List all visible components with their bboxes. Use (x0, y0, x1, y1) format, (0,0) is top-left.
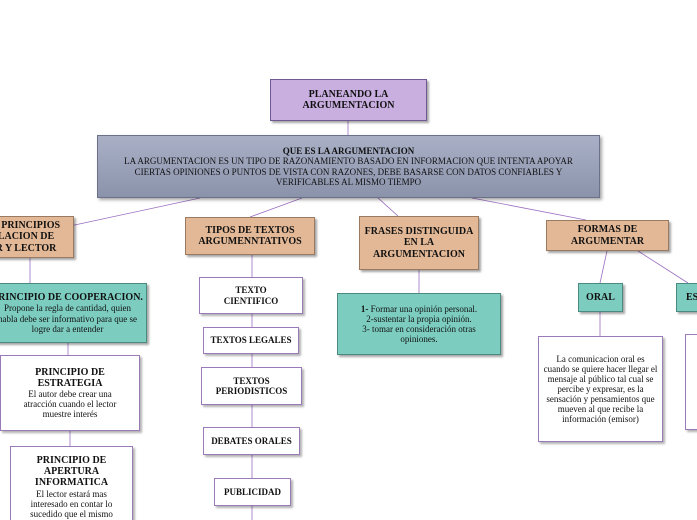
root-node[interactable]: PLANEANDO LA ARGUMENTACION (270, 79, 427, 121)
text-type-item[interactable]: TEXTOS LEGALES (203, 327, 299, 354)
link-definition-forms (471, 197, 587, 221)
text-type-label: TEXTO CIENTIFICO (223, 285, 279, 306)
form-oral-label: ORAL (586, 291, 615, 303)
link-forms-oral (599, 250, 608, 284)
principle-strategy[interactable]: PRINCIPIO DE ESTRATEGIA El autor debe cr… (0, 355, 140, 431)
principle-cooperation[interactable]: PRINCIPIO DE COOPERACION. Propone la reg… (0, 283, 147, 343)
branch-forms-label: FORMAS DE ARGUMENTAR (570, 224, 645, 247)
link-forms-written (637, 250, 689, 284)
link-definition-types (249, 197, 303, 218)
text-type-label: TEXTOS PERIODISTICOS (215, 375, 288, 396)
link-definition-principles (69, 197, 201, 227)
phrases-item-1-number: 1- (360, 303, 369, 314)
text-type-label: DEBATES ORALES (211, 435, 292, 446)
text-type-label: PUBLICIDAD (223, 486, 281, 497)
principle-strategy-title: PRINCIPIO DE ESTRATEGIA (35, 366, 105, 389)
principle-cooperation-title: PRINCIPIO DE COOPERACION. (0, 292, 143, 304)
form-oral[interactable]: ORAL (578, 283, 623, 312)
definition-text: LA ARGUMENTACION ES UN TIPO DE RAZONAMIE… (124, 156, 573, 187)
text-type-item[interactable]: PUBLICIDAD (214, 478, 291, 506)
phrases-item-1-text: Formar una opinión personal. (368, 303, 478, 314)
branch-phrases[interactable]: FRASES DISTINGUIDA EN LA ARGUMENTACION (359, 216, 479, 270)
text-type-item[interactable]: DEBATES ORALES (203, 427, 300, 455)
branch-forms[interactable]: FORMAS DE ARGUMENTAR (546, 220, 669, 251)
branch-types[interactable]: TIPOS DE TEXTOS ARGUMENNTATIVOS (185, 217, 315, 255)
form-oral-description[interactable]: La comunicacion oral es cuando se quiere… (538, 336, 663, 442)
phrases-item-3: 3- tomar en consideración otras opinione… (362, 324, 476, 345)
branch-types-label: TIPOS DE TEXTOS ARGUMENNTATIVOS (198, 224, 302, 247)
principle-openness-text: El lector estará mas interesado en conta… (30, 488, 113, 519)
form-written-label: ES (686, 291, 697, 303)
branch-principles-label: Y PRINCIPIOS LACION DE R Y LECTOR (0, 220, 61, 254)
principle-cooperation-text: Propone la regla de cantidad, quien habl… (0, 303, 137, 334)
root-title: PLANEANDO LA ARGUMENTACION (302, 88, 395, 111)
definition-node[interactable]: QUE ES LA ARGUMENTACION LA ARGUMENTACION… (97, 135, 600, 198)
principle-openness-title: PRINCIPIO DE APERTURA INFORMATICA (34, 455, 109, 489)
form-oral-text: La comunicacion oral es cuando se quiere… (543, 353, 658, 425)
phrases-item-1: 1- Formar una opinión personal. (361, 304, 477, 314)
branch-phrases-label: FRASES DISTINGUIDA EN LA ARGUMENTACION (364, 226, 474, 260)
branch-principles[interactable]: Y PRINCIPIOS LACION DE R Y LECTOR (0, 216, 74, 258)
definition-title: QUE ES LA ARGUMENTACION (282, 146, 415, 157)
principle-strategy-text: El autor debe crear una atracción cuando… (23, 389, 117, 420)
text-type-item[interactable]: TEXTOS PERIODISTICOS (201, 367, 302, 405)
phrases-list[interactable]: 1- Formar una opinión personal. 2-susten… (337, 293, 501, 355)
principle-openness[interactable]: PRINCIPIO DE APERTURA INFORMATICA El lec… (10, 446, 133, 520)
form-written[interactable]: ES (676, 283, 697, 312)
text-type-label: TEXTOS LEGALES (210, 335, 292, 346)
form-written-description[interactable] (685, 334, 697, 430)
link-definition-phrases (377, 197, 399, 217)
phrases-item-2: 2-sustentar la propia opinión. (366, 313, 472, 324)
text-type-item[interactable]: TEXTO CIENTIFICO (199, 277, 303, 314)
